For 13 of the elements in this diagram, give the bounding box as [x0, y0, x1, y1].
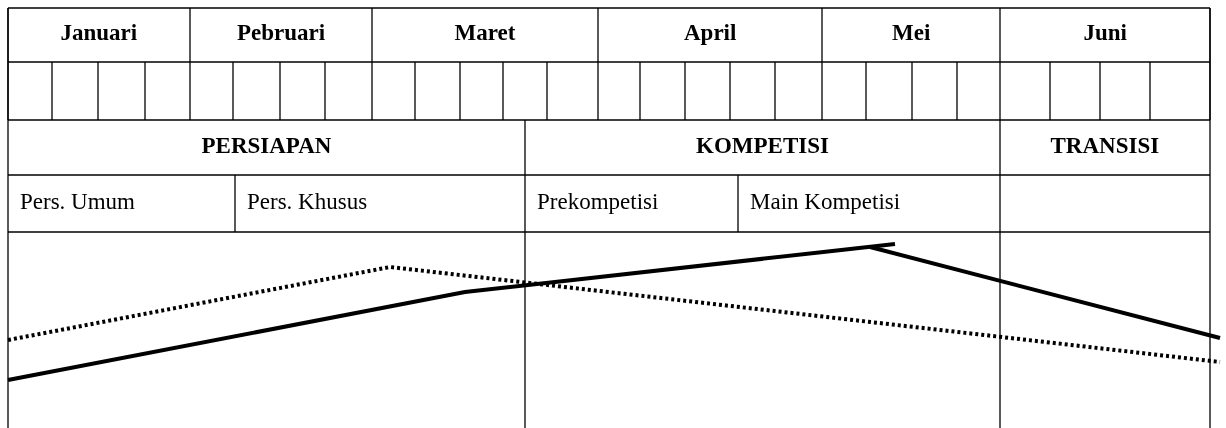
subphase-label: Main Kompetisi [750, 189, 901, 215]
month-label: Januari [60, 20, 138, 46]
month-label: April [684, 20, 737, 46]
phase-label: TRANSISI [1050, 133, 1160, 159]
phase-label: PERSIAPAN [201, 133, 332, 159]
month-label: Pebruari [237, 20, 326, 46]
month-label: Mei [892, 20, 931, 46]
subphase-label: Prekompetisi [537, 189, 659, 215]
month-label: Juni [1083, 20, 1127, 46]
subphase-label: Pers. Umum [20, 189, 135, 215]
phase-label: KOMPETISI [696, 133, 829, 159]
month-label: Maret [454, 20, 516, 46]
subphase-label: Pers. Khusus [247, 189, 368, 215]
